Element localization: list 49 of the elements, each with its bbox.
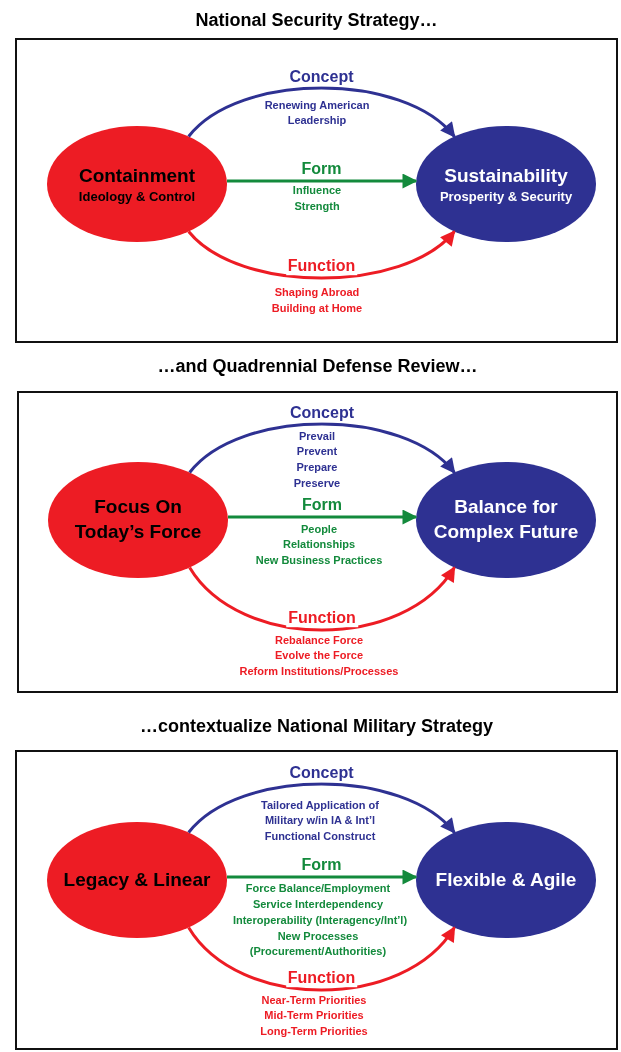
node-title: Balance for Complex Future [432, 495, 580, 544]
panel-title: …contextualize National Military Strategy [139, 716, 494, 737]
edge-note: New Processes (Procurement/Authorities) [248, 928, 388, 959]
edge-note: Rebalance Force [275, 633, 363, 649]
edge-note: Tailored Application of Military w/in IA & Int’l Functional Construct [260, 797, 380, 844]
edge-note: Long-Term Priorities [260, 1024, 368, 1040]
edge-note: People [300, 522, 338, 538]
edge-note: Mid-Term Priorities [264, 1008, 364, 1024]
node-title: Legacy & Linear [63, 867, 211, 892]
arrow [187, 926, 456, 992]
arrow [227, 173, 418, 189]
arrow [188, 566, 456, 632]
edge-note: Strength [294, 199, 340, 215]
edge-label: Concept [287, 764, 356, 782]
edge-note: Prevent [296, 444, 338, 460]
edge-note: Service Interdependency [252, 897, 384, 913]
node-title: Sustainability [444, 164, 568, 189]
edge-note: Prevail [298, 429, 336, 445]
node-title: Focus On Today’s Force [73, 495, 203, 544]
edge-note: Near-Term Priorities [261, 993, 367, 1009]
edge-note: Force Balance/Employment [245, 881, 391, 897]
arrow [227, 869, 418, 885]
node-subtitle: Ideology & Control [78, 188, 196, 204]
edge-note: Renewing American Leadership [263, 97, 371, 128]
panel-title: …and Quadrennial Defense Review… [157, 356, 478, 377]
edge-note: Building at Home [271, 301, 363, 317]
edge-label: Concept [287, 68, 356, 86]
edge-note: Influence [292, 183, 342, 199]
edge-note: Shaping Abroad [274, 285, 360, 301]
edge-note: Relationships [282, 537, 356, 553]
panel-title: National Security Strategy… [195, 10, 438, 31]
edge-label: Function [285, 257, 358, 275]
edge-note: Preserve [293, 476, 341, 492]
node-title: Containment [78, 164, 196, 189]
edge-note: Interoperability (Interagency/Int’l) [232, 913, 408, 929]
edge-note: Reform Institutions/Processes [239, 664, 399, 680]
arrow [188, 422, 456, 474]
arrow [228, 509, 418, 525]
arrow [187, 230, 456, 280]
arrow [187, 86, 456, 138]
edge-label: Function [285, 969, 358, 987]
node-title: Flexible & Agile [435, 867, 577, 892]
arrow [187, 782, 456, 834]
edge-note: Evolve the Force [275, 648, 363, 664]
edge-label: Function [286, 609, 358, 627]
edge-note: New Business Practices [255, 553, 383, 569]
node-subtitle: Prosperity & Security [439, 188, 573, 204]
edge-note: Prepare [296, 460, 338, 476]
edge-label: Concept [288, 404, 356, 422]
